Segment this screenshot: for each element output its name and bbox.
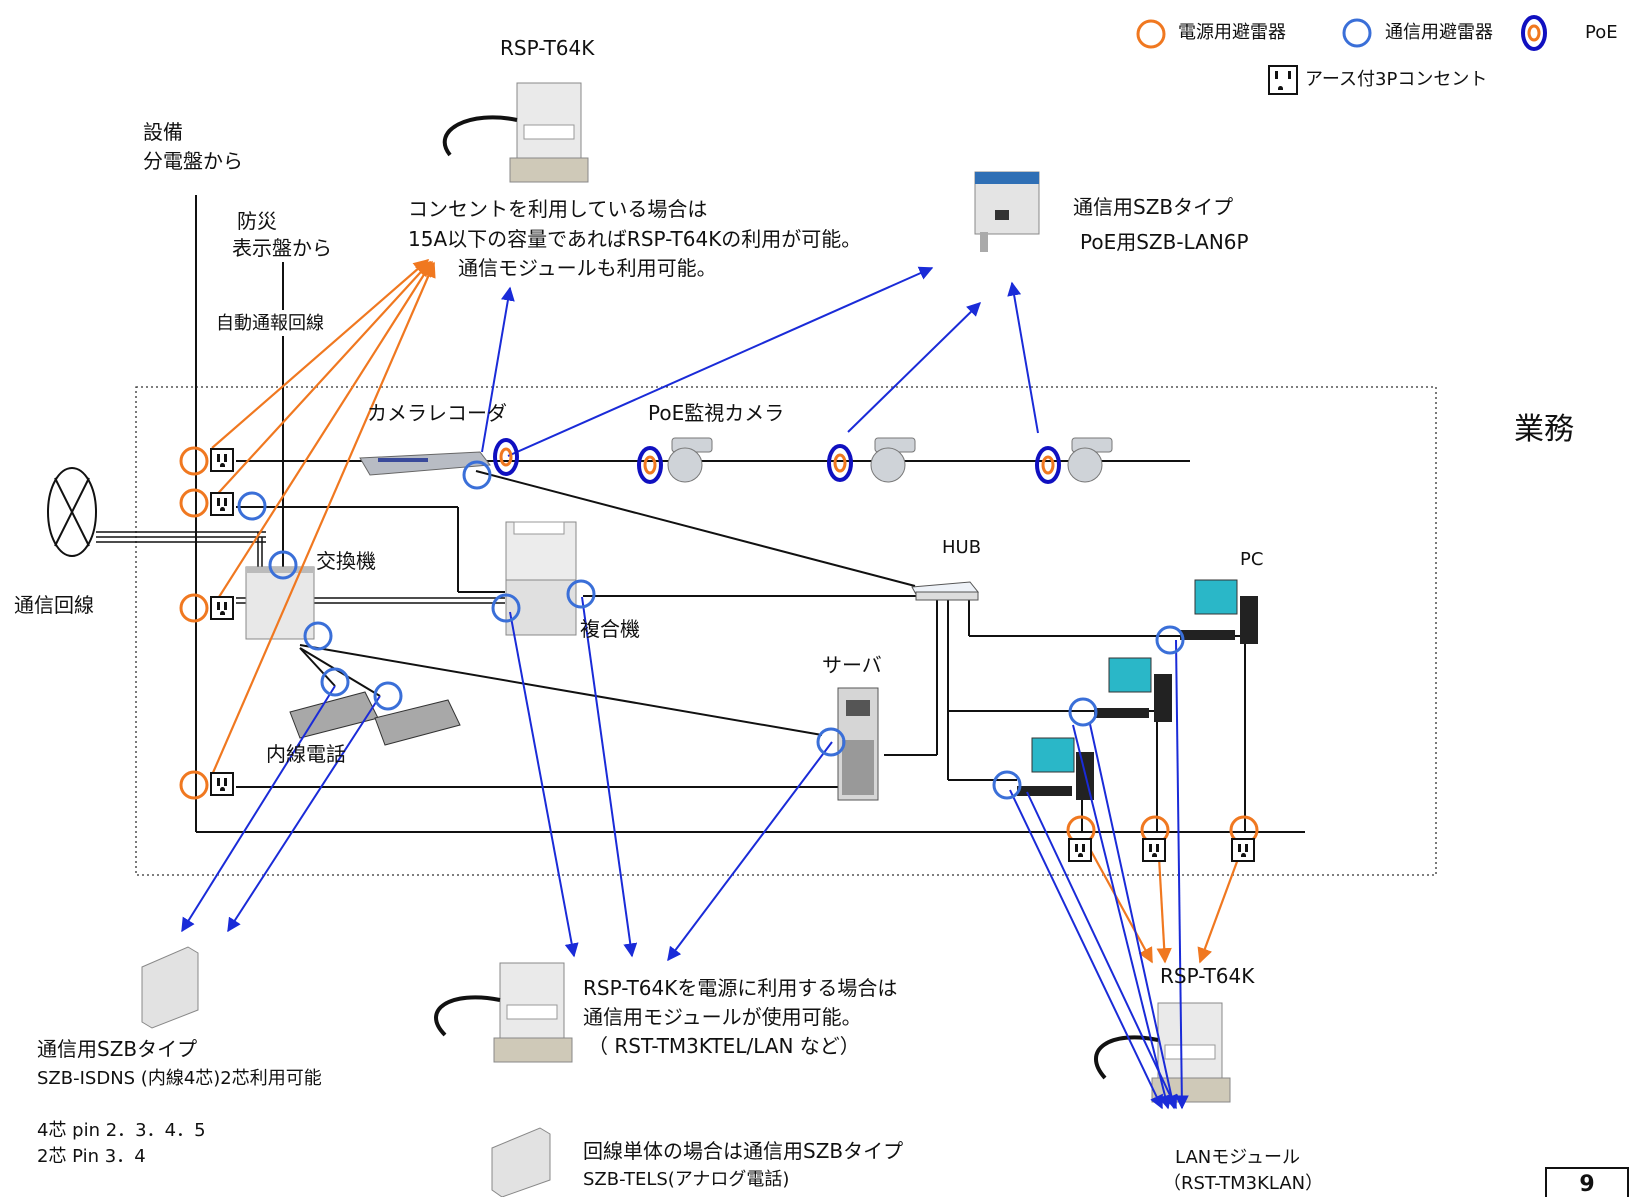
comm-arrows — [181, 266, 1189, 1110]
szb-lan6p-label: PoE用SZB-LAN6P — [1080, 230, 1249, 254]
outlet-icon — [210, 772, 234, 796]
wiring — [195, 195, 1305, 833]
rsp-use-note-2: 通信用モジュールが使用可能。 — [583, 1005, 862, 1029]
rsp-t64k-top-device — [442, 82, 589, 183]
szb-tels-device — [491, 1127, 551, 1197]
from-panel-label-1: 設備 — [143, 120, 183, 144]
exchanger-label: 交換機 — [316, 549, 376, 573]
hub-device — [911, 581, 979, 601]
legend-comm-arrester: 通信用避雷器 — [1385, 22, 1493, 43]
gyomu-label: 業務 — [1514, 412, 1574, 447]
ext-phone-devices — [289, 691, 461, 746]
lan-module-label-1: LANモジュール — [1175, 1147, 1300, 1168]
comm-line-label: 通信回線 — [14, 593, 94, 617]
legend-poe: PoE — [1585, 22, 1618, 43]
disaster-label-1: 防災 — [237, 209, 277, 233]
outlet-icon — [1142, 838, 1166, 862]
pc-devices — [1017, 579, 1258, 800]
mfp-label: 複合機 — [580, 617, 640, 641]
line-single-note-1: 回線単体の場合は通信用SZBタイプ — [583, 1139, 904, 1163]
rsp-bottom-label: RSP-T64K — [1160, 964, 1255, 988]
comm-arrester-circles — [237, 460, 1185, 800]
pc-label: PC — [1240, 549, 1264, 570]
line-single-note-2: SZB-TELS(アナログ電話) — [583, 1169, 790, 1190]
rsp-t64k-middle-device — [434, 962, 573, 1063]
rsp-t64k-bottom-device — [1094, 1002, 1231, 1103]
szb-isdns-device — [141, 946, 199, 1029]
rsp-use-note-1: RSP-T64Kを電源に利用する場合は — [583, 976, 898, 1000]
camera-recorder-device — [359, 451, 491, 476]
outlet-icon — [210, 448, 234, 472]
szb-type-top-label: 通信用SZBタイプ — [1073, 195, 1234, 219]
poe-camera-label: PoE監視カメラ — [648, 401, 785, 425]
auto-line-label: 自動通報回線 — [216, 313, 324, 334]
page-number: 9 — [1545, 1167, 1629, 1197]
outlet-icon — [210, 492, 234, 516]
rsp-top-label: RSP-T64K — [500, 36, 595, 60]
business-area-border — [135, 386, 1437, 876]
outlet-icon — [210, 596, 234, 620]
pin2-label: 2芯 Pin 3．4 — [37, 1146, 146, 1167]
legend-symbols — [1136, 15, 1547, 51]
outlet-note-1: コンセントを利用している場合は — [408, 197, 708, 221]
server-label: サーバ — [822, 653, 882, 677]
szb-isdns-label: SZB-ISDNS (内線4芯)2芯利用可能 — [37, 1068, 322, 1089]
outlet-note-2: 15A以下の容量であればRSP-T64Kの利用が可能。 — [408, 227, 862, 251]
from-panel-label-2: 分電盤から — [143, 149, 243, 173]
outlet-note-3: 通信モジュールも利用可能。 — [458, 256, 717, 280]
outlet-icon — [1231, 838, 1255, 862]
legend-outlet-icon — [1268, 65, 1298, 95]
rsp-use-note-3: （ RST-TM3KTEL/LAN など） — [588, 1034, 860, 1058]
camera-recorder-label: カメラレコーダ — [367, 401, 507, 425]
lan-module-label-2: （RST-TM3KLAN） — [1163, 1173, 1324, 1194]
legend-power-arrester: 電源用避雷器 — [1178, 22, 1286, 43]
hub-label: HUB — [942, 537, 982, 558]
pin4-label: 4芯 pin 2．3．4．5 — [37, 1120, 206, 1141]
ext-phone-label: 内線電話 — [266, 742, 346, 766]
legend-outlet: アース付3Pコンセント — [1305, 69, 1488, 90]
szb-lan6p-device — [974, 171, 1040, 252]
outlet-icon — [1068, 838, 1092, 862]
poe-arrester-symbols — [493, 438, 1061, 484]
mfp-device — [505, 521, 577, 636]
poe-camera-devices — [667, 437, 1113, 483]
szb-type-left-label: 通信用SZBタイプ — [37, 1037, 198, 1061]
disaster-label-2: 表示盤から — [232, 236, 332, 260]
comm-line-symbol — [47, 467, 97, 557]
